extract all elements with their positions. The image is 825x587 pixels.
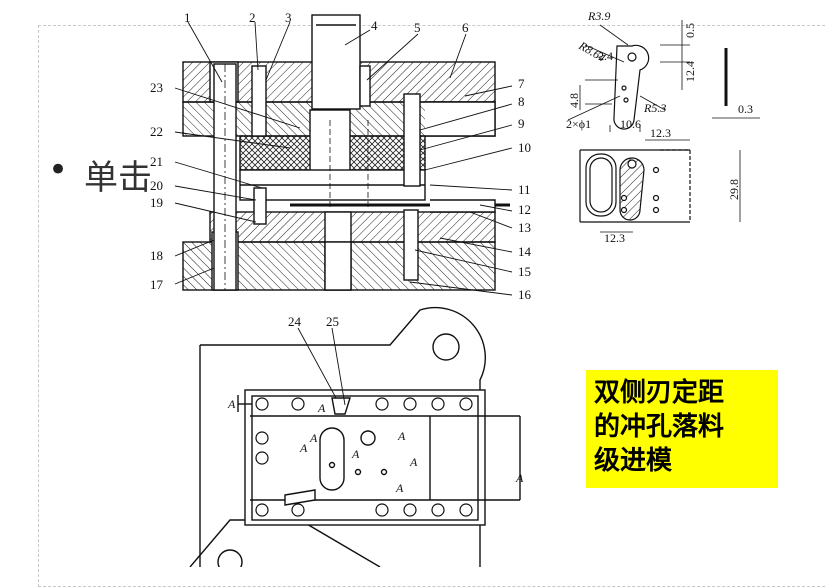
section-mark-a: A	[351, 447, 360, 461]
dim-strip-width: 29.8	[727, 179, 741, 200]
section-mark-a: A	[299, 441, 308, 455]
die-section-view	[182, 14, 510, 291]
die-plan-view	[189, 306, 521, 567]
plan-callouts	[297, 327, 346, 406]
plan-bolts	[255, 397, 473, 517]
dim-r5-3: R5.3	[643, 101, 666, 115]
strip-dimensions: 12.3 29.8 12.3	[604, 126, 741, 245]
part-outline	[613, 44, 650, 130]
dim-pitch-bottom: 12.3	[604, 231, 625, 245]
dim-12-4: 12.4	[683, 61, 697, 82]
callout-8: 8	[518, 94, 525, 109]
caption-line-1: 双侧刃定距	[594, 378, 725, 408]
die-block	[209, 211, 496, 243]
callout-10: 10	[518, 140, 531, 155]
section-mark-a: A	[395, 481, 404, 495]
dim-2-4: 2.4	[598, 49, 613, 63]
dim-holes: 2×ϕ1	[566, 117, 591, 131]
callout-18: 18	[150, 248, 163, 263]
callout-2: 2	[249, 10, 256, 25]
caption-line-2: 的冲孔落料	[594, 412, 725, 442]
section-mark-a: A	[397, 429, 406, 443]
dim-10-6: 10.6	[620, 117, 641, 131]
drawing-slide: • 单击	[38, 9, 825, 587]
dim-thickness: 0.3	[738, 102, 753, 116]
callout-12: 12	[518, 202, 531, 217]
section-mark-a: A	[317, 401, 326, 415]
callout-1: 1	[184, 10, 191, 25]
callout-20: 20	[150, 178, 163, 193]
dim-0-5: 0.5	[683, 23, 697, 38]
callout-7: 7	[518, 76, 525, 91]
section-part-numbers: 1 2 3 4 5 6 7 8 9 10 11 12 13 14 15 16 1…	[150, 10, 532, 302]
section-mark-a: A	[515, 471, 524, 485]
callout-5: 5	[414, 20, 421, 35]
callout-14: 14	[518, 244, 532, 259]
plan-section-marks: A A A A A A A A A	[227, 397, 524, 495]
callout-4: 4	[371, 18, 378, 33]
callout-21: 21	[150, 154, 163, 169]
caption-line-3: 级进模	[594, 446, 673, 476]
callout-13: 13	[518, 220, 531, 235]
section-mark-a: A	[409, 455, 418, 469]
part-dimensions: R3.9 R8.64 R5.3 2.4 0.5 12.4 4.8 2×ϕ1 10…	[566, 9, 753, 131]
dim-r3-9: R3.9	[587, 9, 610, 23]
callout-25: 25	[326, 314, 339, 329]
callout-19: 19	[150, 195, 163, 210]
callout-17: 17	[150, 277, 164, 292]
section-mark-a: A	[227, 397, 236, 411]
dim-pitch-top: 12.3	[650, 126, 671, 140]
callout-24: 24	[288, 314, 302, 329]
callout-3: 3	[285, 10, 292, 25]
guide-hole-top	[432, 333, 460, 361]
screw-2	[403, 93, 421, 187]
die-shank	[311, 14, 361, 110]
guide-hole-bottom	[217, 549, 243, 567]
section-callouts	[174, 21, 513, 296]
dim-4-8: 4.8	[567, 93, 581, 108]
callout-15: 15	[518, 264, 531, 279]
plan-labels: 24 25	[288, 314, 339, 329]
section-mark-a: A	[309, 431, 318, 445]
callout-16: 16	[518, 287, 532, 302]
callout-22: 22	[150, 124, 163, 139]
part-drawing	[567, 20, 760, 132]
bullet-dot: •	[48, 150, 69, 190]
technical-drawing: 1 2 3 4 5 6 7 8 9 10 11 12 13 14 15 16 1…	[150, 9, 760, 567]
callout-11: 11	[518, 182, 531, 197]
screw-1	[251, 65, 267, 137]
callout-9: 9	[518, 116, 525, 131]
callout-6: 6	[462, 20, 469, 35]
bullet-text: 单击	[84, 158, 152, 198]
caption-box: 双侧刃定距 的冲孔落料 级进模	[586, 370, 778, 488]
strip-layout	[579, 139, 741, 233]
callout-23: 23	[150, 80, 163, 95]
